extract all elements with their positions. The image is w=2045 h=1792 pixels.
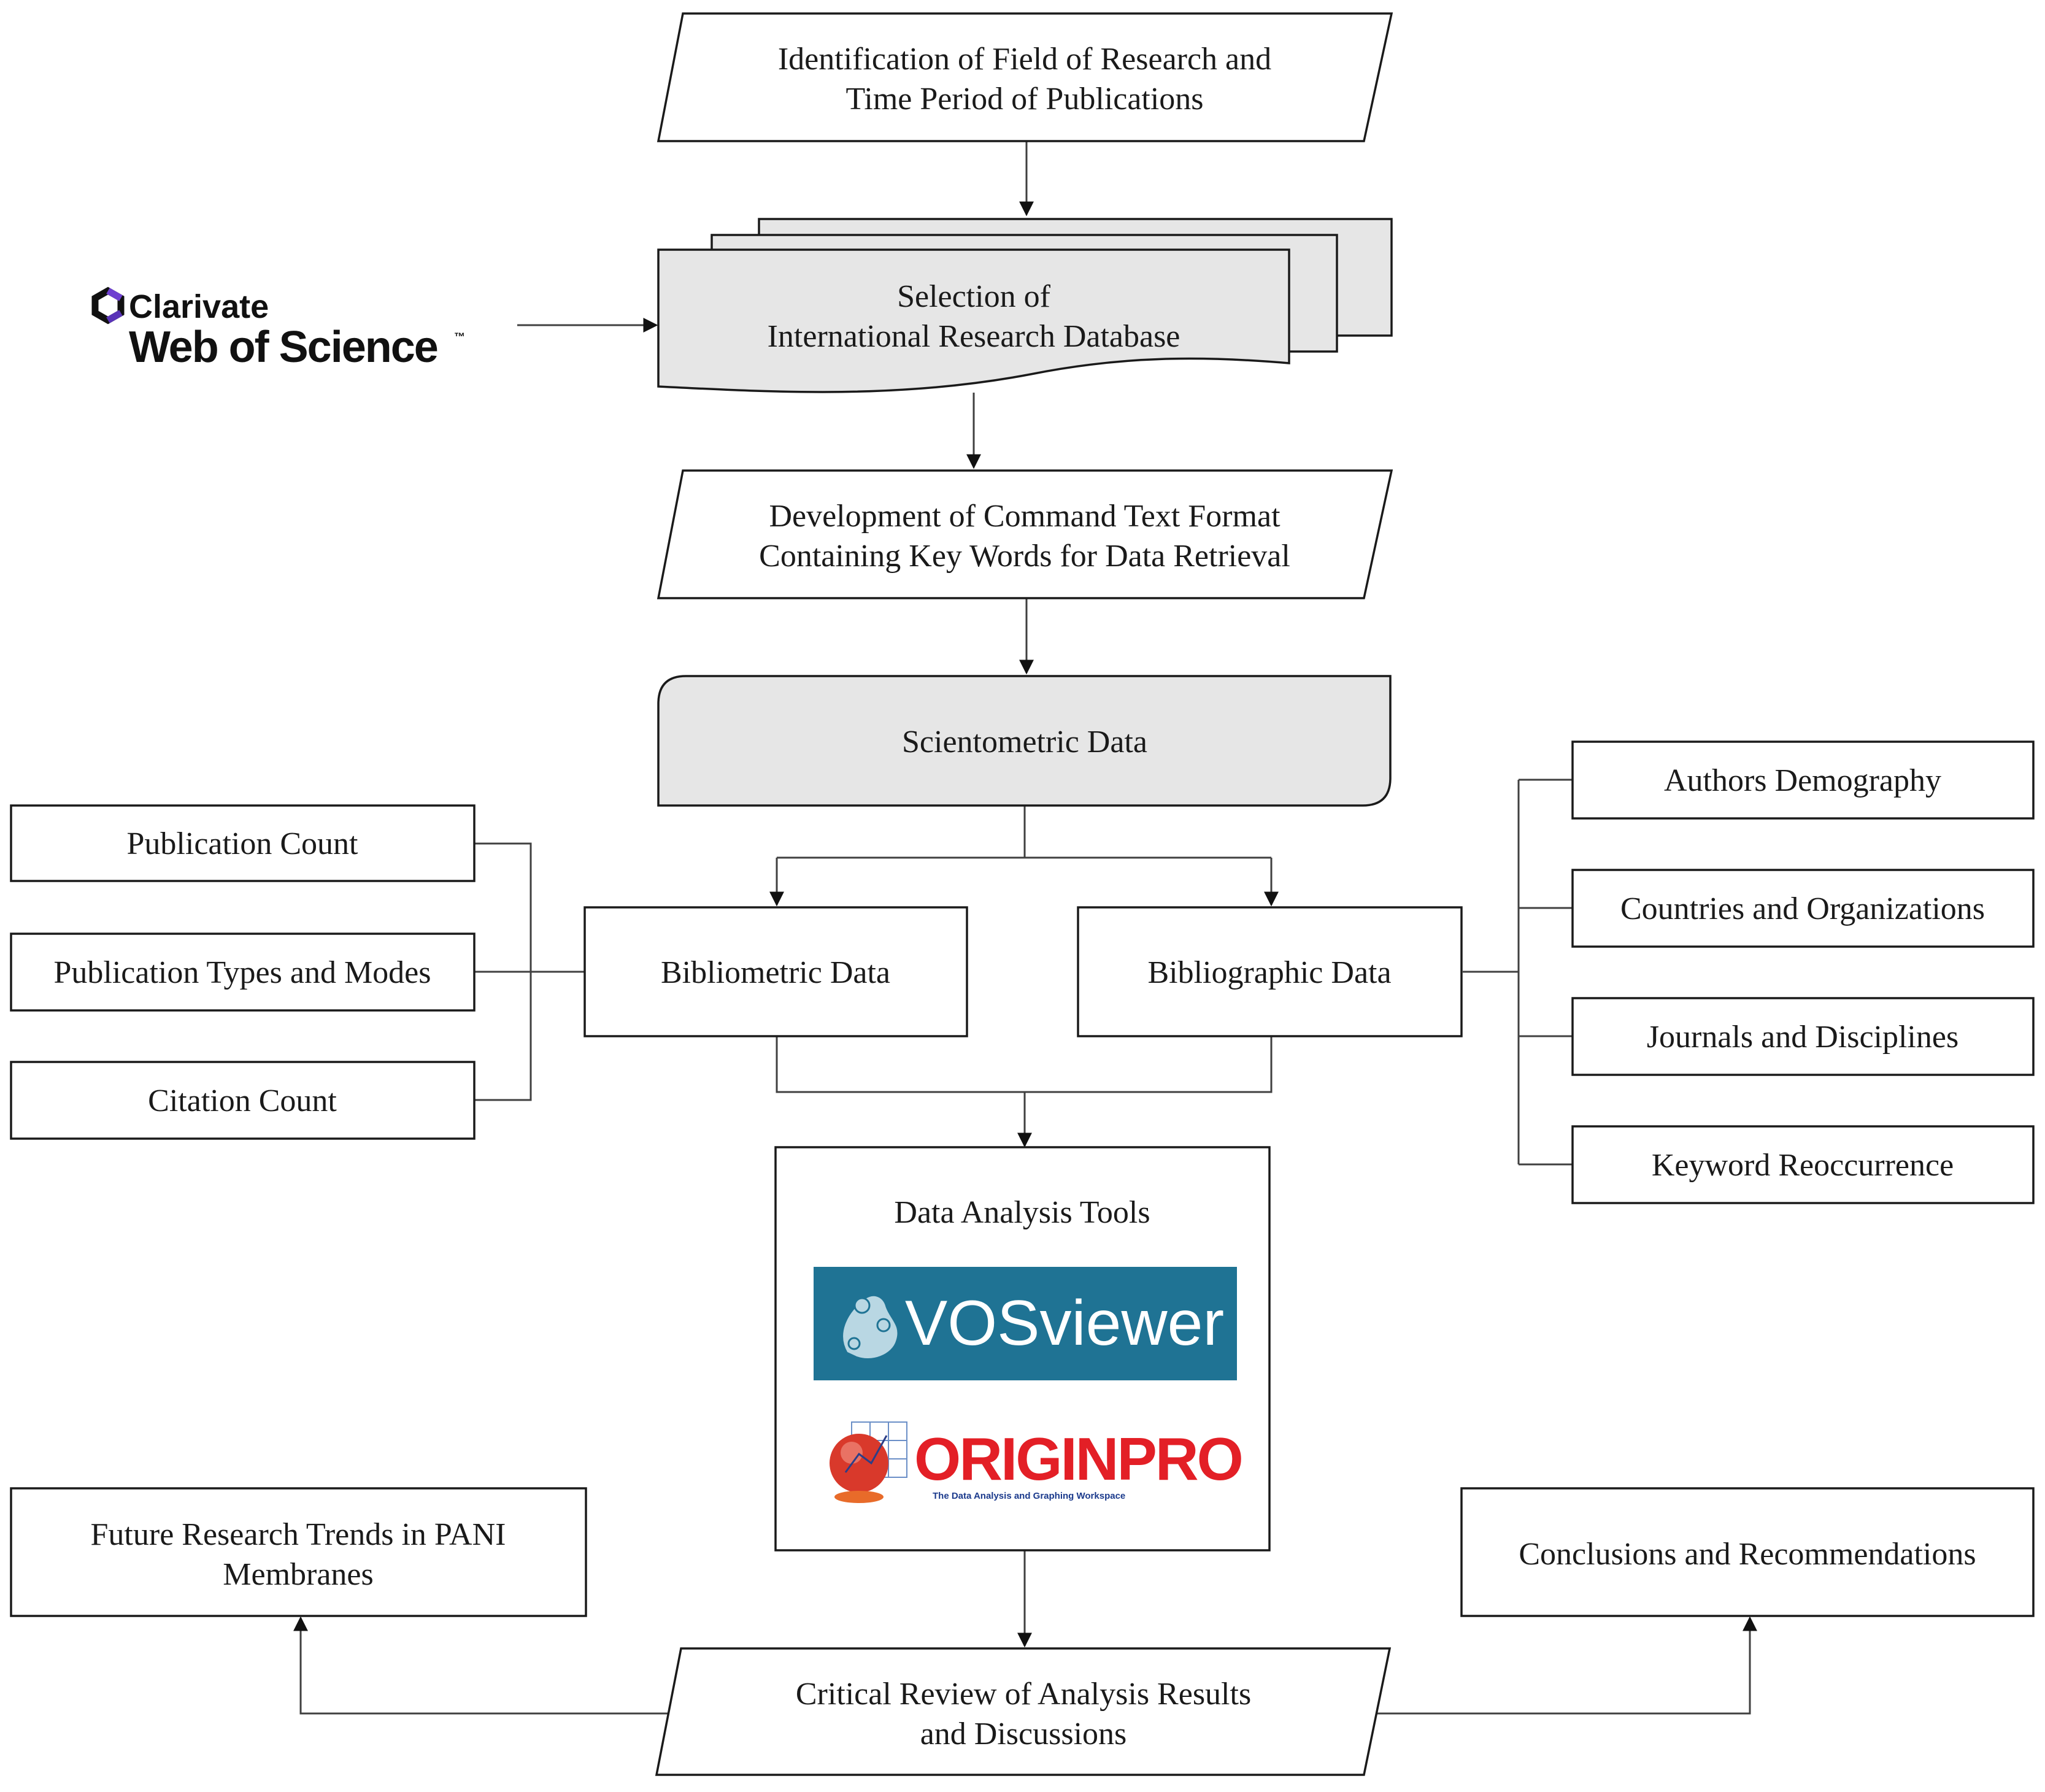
web-of-science-product: Web of Science — [129, 323, 437, 372]
bibliographic-node: Bibliographic Data — [1077, 906, 1463, 1037]
bibliometric-item: Publication Count — [10, 804, 476, 882]
scientometric-label: Scientometric Data — [902, 725, 1147, 759]
split-connector — [777, 806, 1271, 859]
database-selection-line1: Selection of — [897, 279, 1051, 314]
merge-connector — [776, 1037, 1273, 1093]
bibliographic-bracket — [1463, 779, 1573, 1166]
vosviewer-text: VOSviewer — [905, 1288, 1224, 1359]
critical-review-line1: Critical Review of Analysis Results — [796, 1677, 1251, 1712]
bibliographic-items: Authors Demography Countries and Organiz… — [1571, 740, 2035, 1204]
bibliometric-item: Publication Types and Modes — [10, 933, 476, 1012]
bibliometric-node: Bibliometric Data — [583, 906, 968, 1037]
clarivate-web-of-science-logo: Clarivate Web of Science ™ — [91, 286, 465, 372]
future-trends-node: Future Research Trends in PANI Membranes — [10, 1487, 587, 1617]
bibliometric-label: Bibliometric Data — [661, 955, 890, 990]
identification-line2: Time Period of Publications — [845, 82, 1203, 117]
clarivate-brand: Clarivate — [129, 288, 269, 325]
command-text-line2: Containing Key Words for Data Retrieval — [759, 539, 1290, 574]
keyword-reoccurrence-label: Keyword Reoccurrence — [1652, 1148, 1954, 1183]
bibliographic-item: Authors Demography — [1571, 740, 2035, 820]
originpro-text: ORIGINPRO — [914, 1425, 1242, 1493]
arrow-review-to-future — [293, 1616, 673, 1715]
originpro-logo: ORIGINPRO The Data Analysis and Graphing… — [830, 1421, 1244, 1503]
database-selection-line2: International Research Database — [768, 319, 1180, 354]
vosviewer-mark-icon — [841, 1294, 899, 1360]
originpro-globe-icon — [830, 1421, 907, 1503]
originpro-tagline: The Data Analysis and Graphing Workspace — [933, 1491, 1125, 1501]
identification-line1: Identification of Field of Research and — [778, 42, 1271, 77]
publication-count-label: Publication Count — [127, 826, 359, 861]
command-text-line1: Development of Command Text Format — [769, 499, 1281, 534]
identification-node: Identification of Field of Research and … — [657, 12, 1393, 142]
publication-types-label: Publication Types and Modes — [53, 955, 431, 990]
bibliographic-item: Countries and Organizations — [1571, 869, 2035, 948]
future-trends-line1: Future Research Trends in PANI — [91, 1517, 506, 1552]
bibliographic-item: Journals and Disciplines — [1571, 997, 2035, 1076]
clarivate-mark-icon — [91, 286, 125, 325]
scientometric-node: Scientometric Data — [657, 675, 1392, 807]
conclusions-label: Conclusions and Recommendations — [1519, 1537, 1976, 1572]
critical-review-line2: and Discussions — [920, 1717, 1127, 1752]
future-trends-line2: Membranes — [223, 1557, 373, 1592]
citation-count-label: Citation Count — [148, 1083, 337, 1118]
countries-organizations-label: Countries and Organizations — [1620, 891, 1985, 926]
connectors — [293, 141, 1757, 1715]
bibliographic-label: Bibliographic Data — [1147, 955, 1391, 990]
journals-disciplines-label: Journals and Disciplines — [1647, 1020, 1958, 1055]
database-selection-node: Selection of International Research Data… — [657, 218, 1393, 393]
bibliographic-item: Keyword Reoccurrence — [1571, 1125, 2035, 1204]
bibliometric-item: Citation Count — [10, 1061, 476, 1140]
web-of-science-tm: ™ — [454, 331, 465, 343]
bibliometric-items: Publication Count Publication Types and … — [10, 804, 476, 1140]
command-text-node: Development of Command Text Format Conta… — [657, 469, 1393, 599]
vosviewer-logo: VOSviewer — [814, 1267, 1237, 1380]
arrow-review-to-conclusions — [1374, 1616, 1757, 1715]
analysis-tools-label: Data Analysis Tools — [894, 1195, 1150, 1230]
bibliometric-bracket — [474, 842, 585, 1101]
conclusions-node: Conclusions and Recommendations — [1460, 1487, 2035, 1617]
authors-demography-label: Authors Demography — [1664, 763, 1941, 798]
critical-review-node: Critical Review of Analysis Results and … — [655, 1647, 1392, 1776]
analysis-tools-node: Data Analysis Tools VOSviewer ORIGIN — [774, 1146, 1271, 1552]
